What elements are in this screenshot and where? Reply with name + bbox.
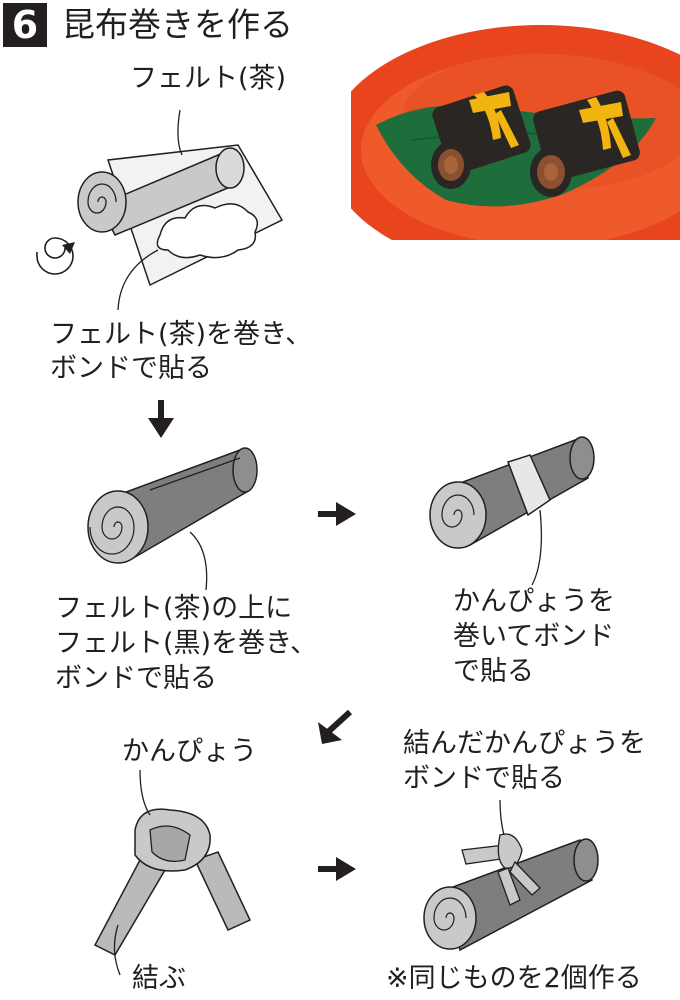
arrow-right-icon	[318, 857, 356, 881]
label-kanpyo-wrap-line2: 巻いてボンド	[453, 621, 615, 652]
label-roll-step-line1: フェルト(茶)を巻き、	[50, 319, 313, 350]
kanpyo-knot-illustration	[93, 769, 252, 976]
label-kanpyo: かんぴょう	[122, 736, 257, 767]
label-kanpyo-wrap-line3: で貼る	[453, 656, 534, 687]
arrow-down-left-icon	[318, 709, 353, 744]
rotate-arrow-icon	[36, 237, 75, 275]
kanpyo-band-roll-illustration	[429, 436, 595, 586]
felt-sheet-roll-illustration	[77, 109, 284, 311]
label-wrap-black-line1: フェルト(茶)の上に	[55, 593, 293, 624]
label-knot-glue-line2: ボンドで貼る	[403, 763, 565, 794]
label-wrap-black-line2: フェルト(黒)を巻き、	[55, 628, 318, 659]
label-roll-step-line2: ボンドで貼る	[50, 353, 212, 384]
black-felt-roll-illustration	[87, 447, 258, 591]
label-kanpyo-wrap-line1: かんぴょうを	[453, 586, 615, 617]
step-number-badge: 6	[3, 3, 47, 47]
finished-kombu-rolls-photo	[351, 0, 680, 240]
step-title: 昆布巻きを作る	[62, 5, 293, 44]
arrow-right-icon	[318, 502, 356, 526]
label-tie: 結ぶ	[132, 963, 186, 994]
label-felt-brown: フェルト(茶)	[130, 63, 287, 94]
label-wrap-black-line3: ボンドで貼る	[55, 663, 217, 694]
finished-roll-illustration	[423, 799, 599, 952]
label-knot-glue-line1: 結んだかんぴょうを	[403, 728, 646, 759]
label-note-make-two: ※同じものを2個作る	[386, 963, 642, 994]
arrow-down-icon	[148, 400, 174, 438]
